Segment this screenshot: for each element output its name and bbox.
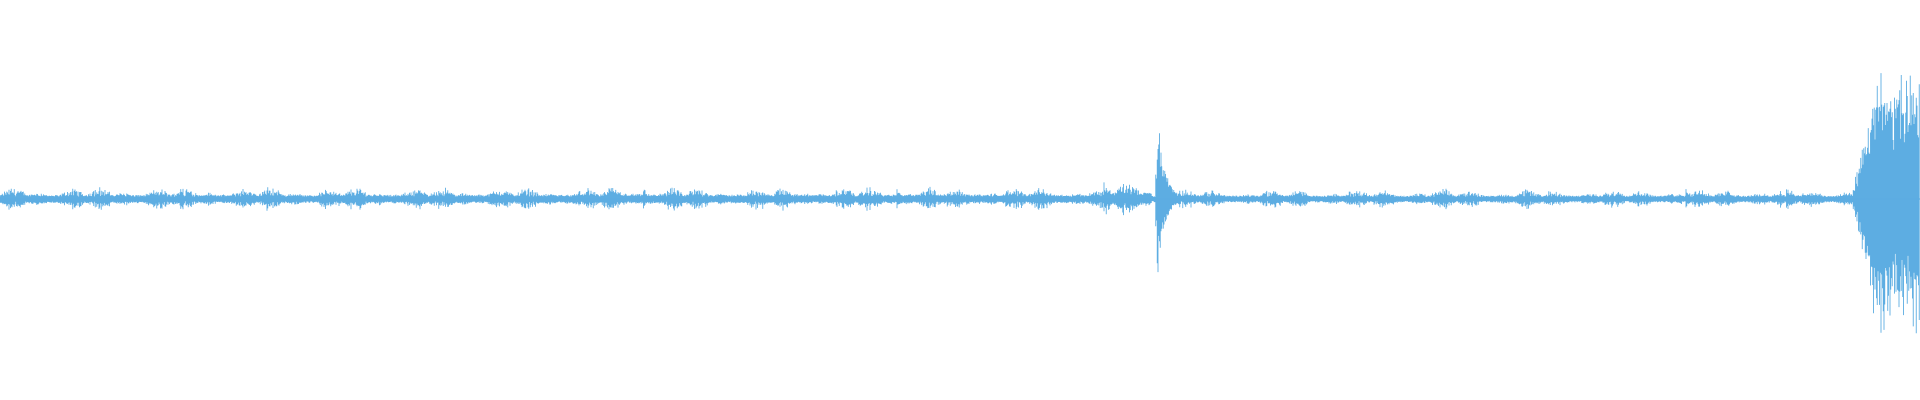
waveform-bars: [0, 73, 1920, 334]
